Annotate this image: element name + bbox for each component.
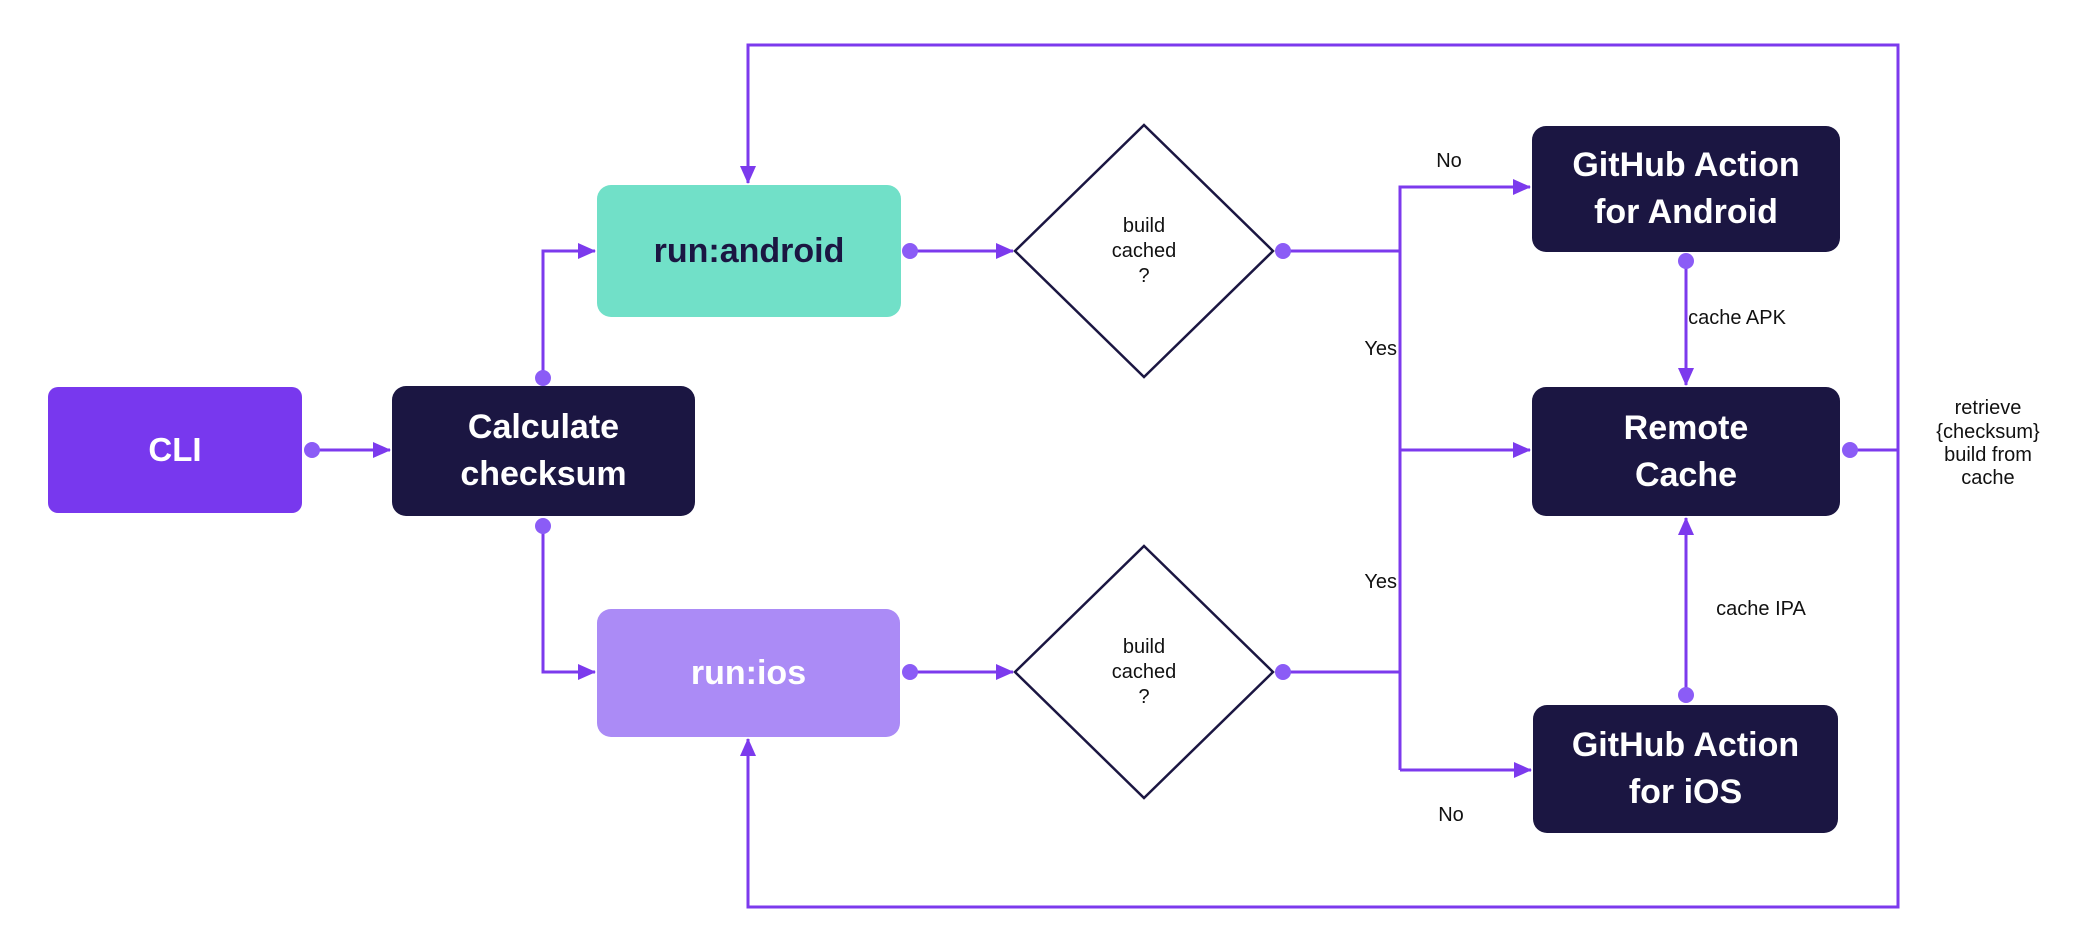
edge-label-android-yes: Yes: [1364, 338, 1397, 361]
connector-dot: [535, 518, 551, 534]
edge-label-android-no: No: [1436, 150, 1462, 173]
node-run-android: run:android: [597, 185, 901, 317]
edge-label-ios-yes: Yes: [1364, 571, 1397, 594]
edge-retrieve-loop-to-run-android: [740, 43, 1900, 450]
edge-label-ios-no: No: [1438, 804, 1464, 827]
connector-dot: [1678, 687, 1694, 703]
node-github-action-android: GitHub Action for Android: [1532, 126, 1840, 252]
node-github-action-ios: GitHub Action for iOS: [1533, 705, 1838, 833]
edge-label-cache-ipa: cache IPA: [1716, 598, 1806, 621]
connector-dot: [902, 664, 918, 680]
node-cli: CLI: [48, 387, 302, 513]
edge-label-cache-apk: cache APK: [1688, 307, 1786, 330]
decision-ios-diamond: [1013, 544, 1275, 800]
edge-retrieve-loop-to-run-ios: [740, 450, 1900, 909]
edge-no-to-github-action-android: [1398, 179, 1531, 770]
decision-android-diamond: [1013, 123, 1275, 379]
node-remote-cache: Remote Cache: [1532, 387, 1840, 516]
connector-dot: [1842, 442, 1858, 458]
connector-dot: [902, 243, 918, 259]
decision-ios-label: build cached ?: [1111, 635, 1177, 708]
connector-dot: [1275, 664, 1291, 680]
edge-calculate-to-run-ios: [541, 526, 596, 680]
node-calculate-checksum: Calculate checksum: [392, 386, 695, 516]
edge-label-retrieve-from-cache: retrieve {checksum} build from cache: [1936, 397, 2040, 490]
decision-android-label: build cached ?: [1111, 214, 1177, 287]
connector-dot: [304, 442, 320, 458]
connector-dot: [1678, 253, 1694, 269]
edge-calculate-to-run-android: [541, 243, 596, 378]
node-run-ios: run:ios: [597, 609, 900, 737]
connector-dot: [1275, 243, 1291, 259]
connector-dot: [535, 370, 551, 386]
